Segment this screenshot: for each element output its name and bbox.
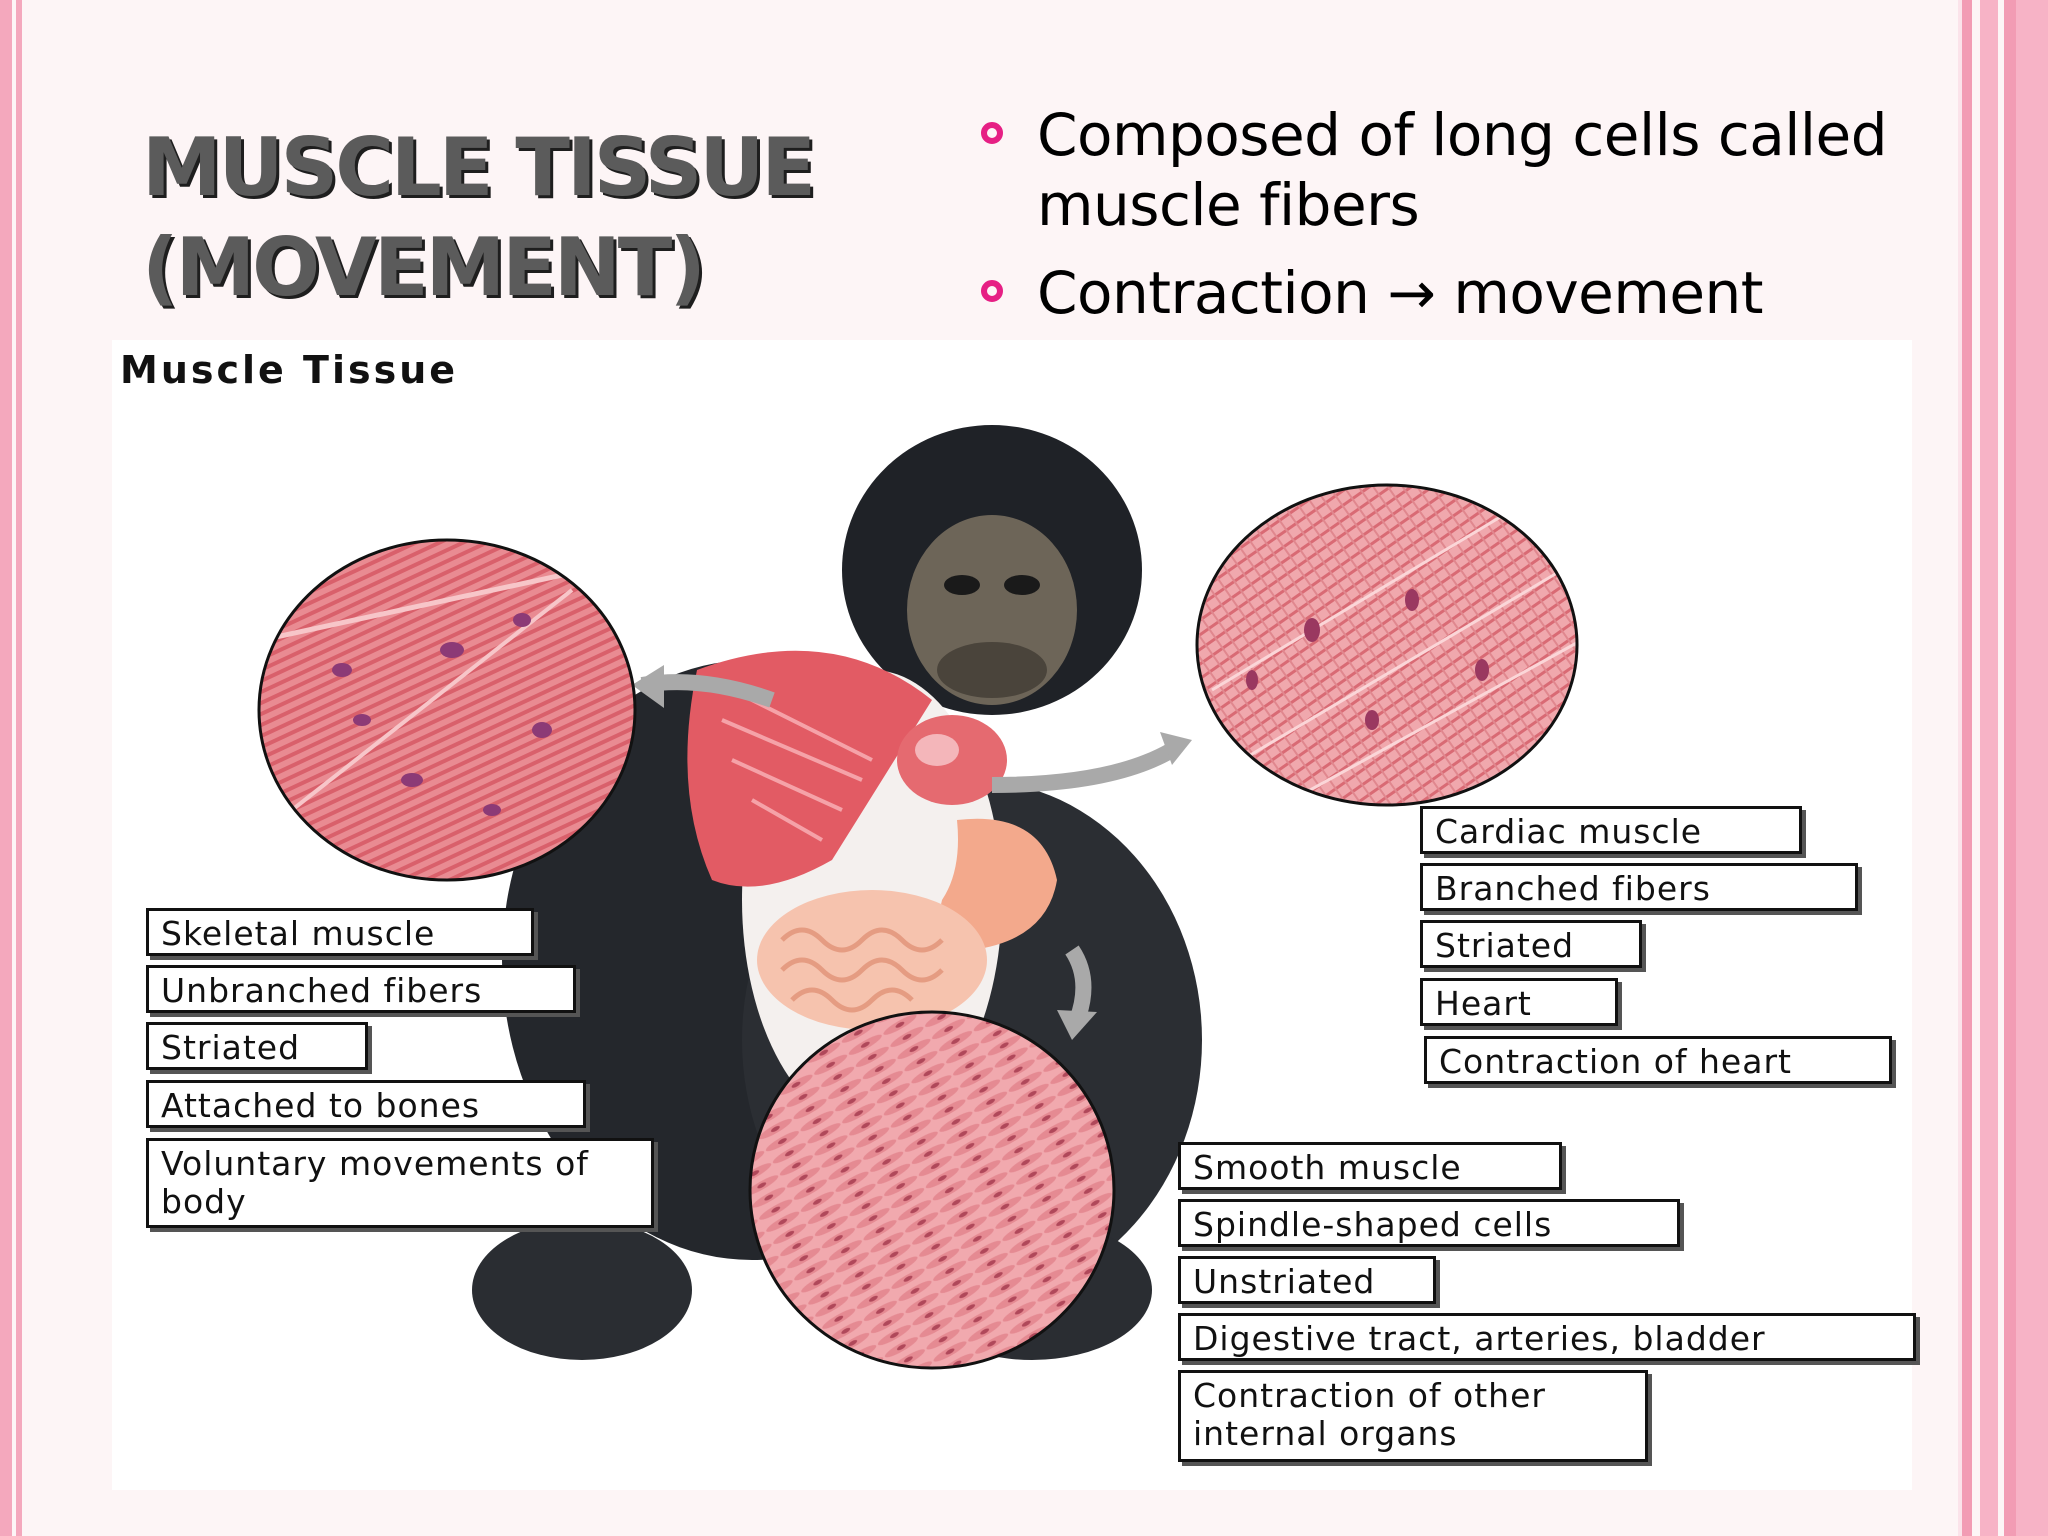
skeletal-label: Striated [146, 1022, 368, 1070]
bullet-item: Contraction → movement [975, 258, 1935, 328]
smooth-label: Contraction of other internal organs [1178, 1370, 1648, 1462]
skeletal-label: Voluntary movements of body [146, 1138, 654, 1228]
bullet-text: Contraction → movement [1037, 259, 1764, 327]
cardiac-label: Striated [1420, 920, 1642, 968]
slide-title-line-1: MUSCLE TISSUE [142, 121, 816, 214]
smooth-label: Spindle-shaped cells [1178, 1199, 1680, 1247]
skeletal-muscle-micrograph [257, 538, 637, 882]
slide-title-line-2: (MOVEMENT) [142, 221, 706, 314]
smooth-muscle-micrograph [748, 1010, 1116, 1370]
muscle-tissue-figure [112, 340, 1912, 1490]
left-border-decoration [0, 0, 28, 1536]
muscle-tissue-illustration [257, 425, 1579, 1370]
bullet-text: Composed of long cells called muscle fib… [1037, 101, 1888, 239]
slide-title: MUSCLE TISSUE (MOVEMENT) [142, 118, 902, 318]
bullet-ring-icon [981, 122, 1003, 144]
smooth-label: Digestive tract, arteries, bladder [1178, 1313, 1916, 1361]
cardiac-label: Cardiac muscle [1420, 806, 1802, 854]
cardiac-label: Branched fibers [1420, 863, 1858, 911]
cardiac-muscle-micrograph [1195, 483, 1579, 807]
smooth-label: Unstriated [1178, 1256, 1436, 1304]
cardiac-label: Contraction of heart [1424, 1036, 1892, 1084]
bullet-list: Composed of long cells called muscle fib… [975, 100, 1935, 346]
right-border-decoration [1958, 0, 2048, 1536]
figure-caption: Muscle Tissue [120, 348, 459, 392]
bullet-ring-icon [981, 280, 1003, 302]
smooth-label: Smooth muscle [1178, 1142, 1562, 1190]
skeletal-label: Attached to bones [146, 1080, 586, 1128]
skeletal-label: Skeletal muscle [146, 908, 534, 956]
skeletal-label: Unbranched fibers [146, 965, 576, 1013]
bullet-item: Composed of long cells called muscle fib… [975, 100, 1935, 240]
cardiac-label: Heart [1420, 978, 1618, 1026]
